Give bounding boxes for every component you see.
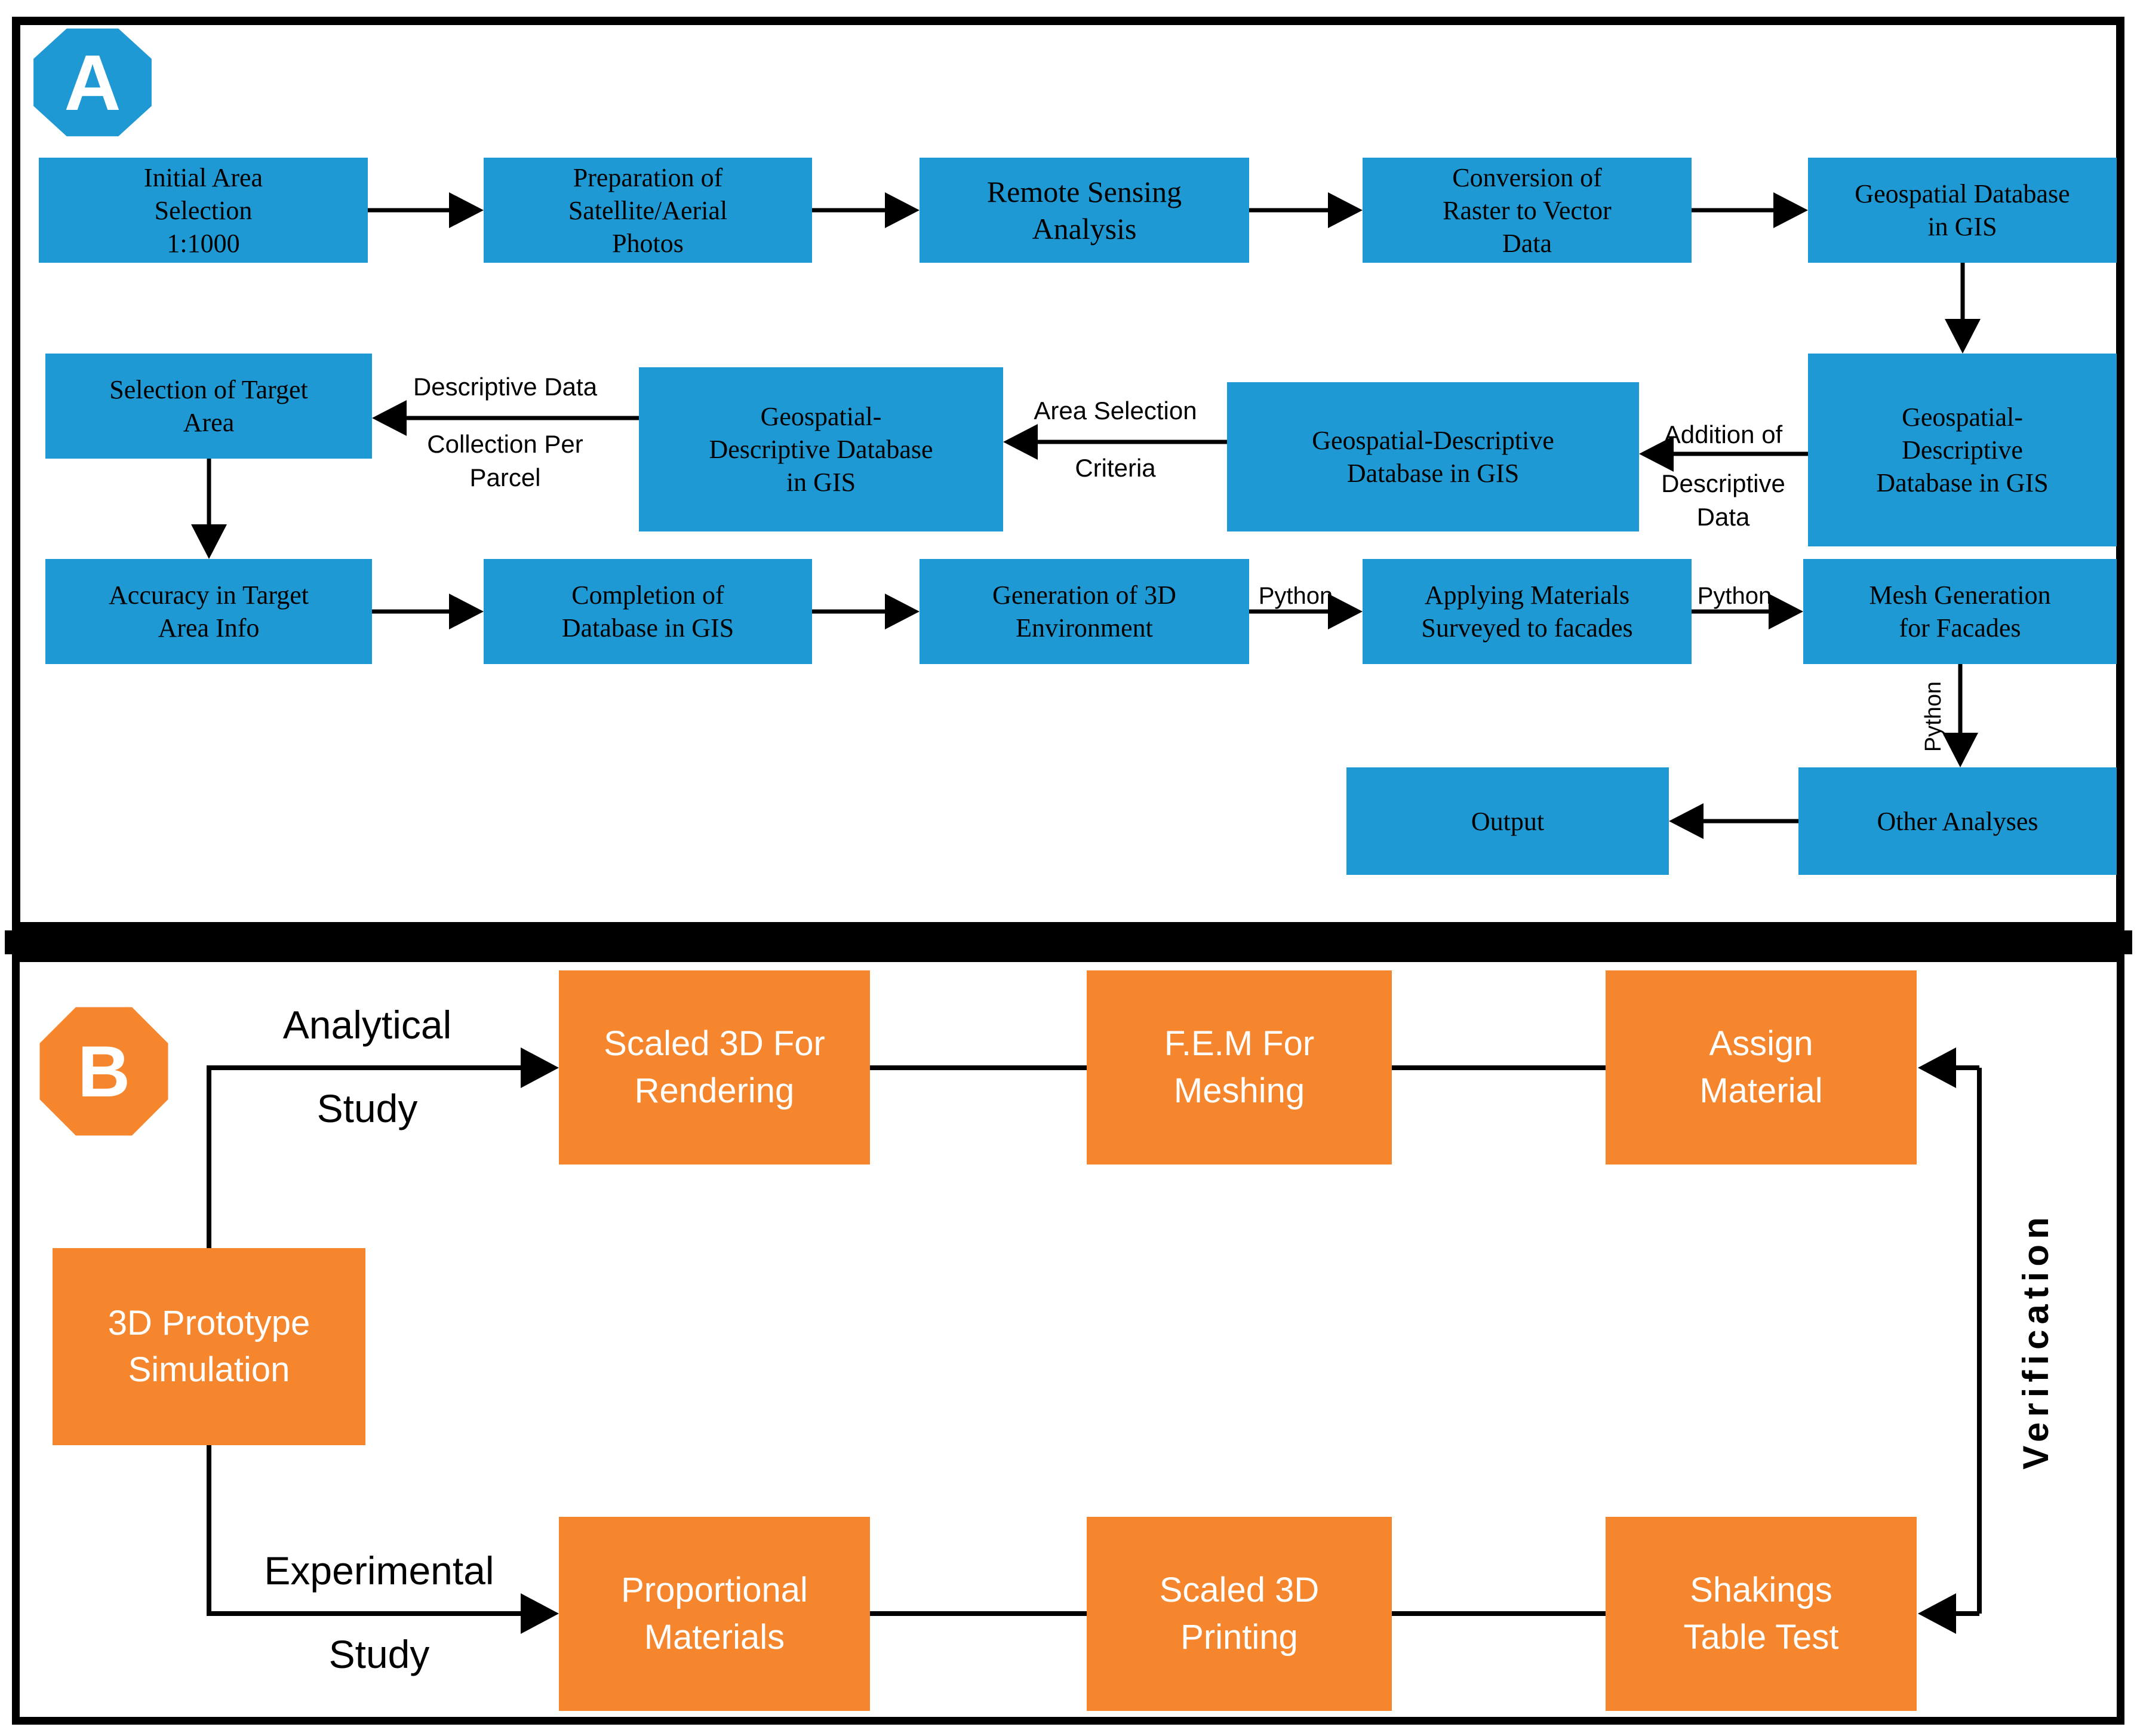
- flow-node-preparation-photos: Preparation of Satellite/Aerial Photos: [484, 158, 812, 263]
- edge-label-python-vertical: Python: [1921, 681, 1946, 752]
- panel-b-frame: [12, 954, 2124, 1725]
- branch-label-experimental-study: Experimental Study: [264, 1548, 494, 1676]
- edge-label-addition-of: Addition of: [1664, 420, 1783, 448]
- flow-node-initial-area-selection: Initial Area Selection 1:1000: [39, 158, 368, 263]
- panel-a-frame: [12, 17, 2124, 930]
- flow-node-geo-desc-db-mid: Geospatial-Descriptive Database in GIS: [1227, 382, 1639, 531]
- panel-divider: [5, 930, 2132, 954]
- flow-node-3d-prototype-simulation: 3D Prototype Simulation: [53, 1248, 365, 1445]
- flow-node-mesh-generation: Mesh Generation for Facades: [1803, 559, 2117, 664]
- flow-node-raster-to-vector: Conversion of Raster to Vector Data: [1363, 158, 1692, 263]
- edge-label-area-selection: Area Selection: [1034, 397, 1197, 425]
- edge-label-descriptive-data: Descriptive Data: [1661, 469, 1785, 531]
- edge-label-collection-per-parcel: Collection Per Parcel: [427, 430, 583, 491]
- edge-label-criteria: Criteria: [1075, 454, 1156, 482]
- flow-node-fem-meshing: F.E.M For Meshing: [1087, 970, 1392, 1164]
- flow-node-scaled-3d-printing: Scaled 3D Printing: [1087, 1517, 1392, 1711]
- flow-node-selection-target-area: Selection of Target Area: [45, 354, 372, 459]
- flow-node-completion-database: Completion of Database in GIS: [484, 559, 812, 664]
- flow-node-shakings-table-test: Shakings Table Test: [1606, 1517, 1917, 1711]
- flow-node-applying-materials: Applying Materials Surveyed to facades: [1363, 559, 1692, 664]
- edge-label-descriptive-data-collection: Descriptive Data: [413, 373, 598, 401]
- flow-node-other-analyses: Other Analyses: [1798, 767, 2117, 875]
- flow-node-assign-material: Assign Material: [1606, 970, 1917, 1164]
- verification-label: Verification: [2016, 1212, 2056, 1470]
- flow-node-generation-3d-environment: Generation of 3D Environment: [920, 559, 1249, 664]
- flow-node-geo-desc-db-left: Geospatial- Descriptive Database in GIS: [639, 367, 1003, 531]
- edge-label-python-1: Python: [1258, 583, 1333, 609]
- flow-node-remote-sensing-analysis: Remote Sensing Analysis: [920, 158, 1249, 263]
- branch-label-analytical-study: Analytical Study: [282, 1003, 452, 1130]
- flow-node-proportional-materials: Proportional Materials: [559, 1517, 870, 1711]
- flow-node-output: Output: [1346, 767, 1669, 875]
- flow-node-geospatial-database: Geospatial Database in GIS: [1808, 158, 2117, 263]
- flow-node-geo-desc-db-right: Geospatial- Descriptive Database in GIS: [1808, 354, 2117, 546]
- flow-node-scaled-3d-rendering: Scaled 3D For Rendering: [559, 970, 870, 1164]
- flow-node-accuracy-target-area: Accuracy in Target Area Info: [45, 559, 372, 664]
- panel-b-badge: B: [39, 1007, 168, 1136]
- panel-a-badge: A: [33, 28, 152, 137]
- edge-label-python-2: Python: [1697, 583, 1772, 609]
